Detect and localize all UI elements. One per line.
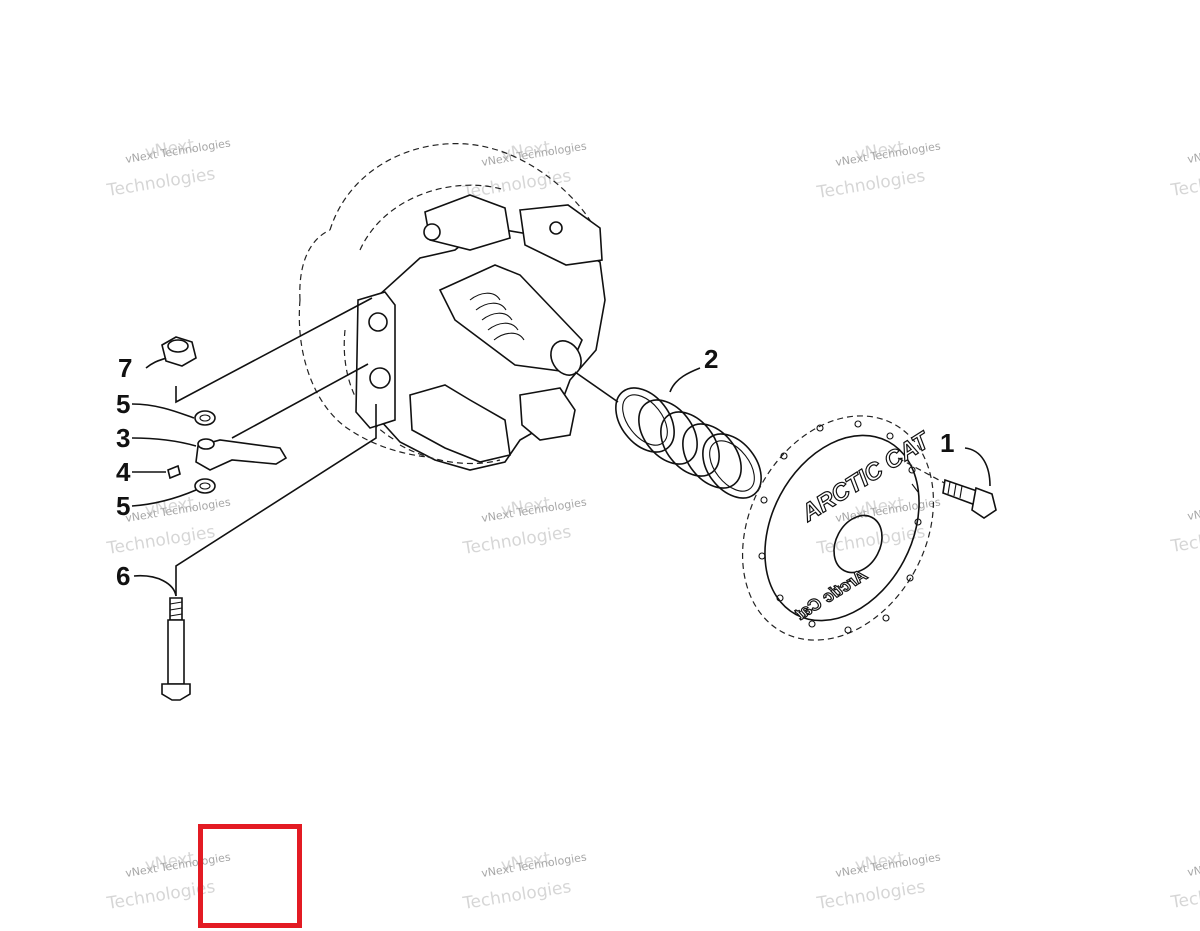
shaft-end — [550, 340, 582, 376]
watermark-line: vNext Technologies — [1186, 849, 1200, 879]
clutch-assembly — [298, 143, 606, 471]
leader-6-to-body — [175, 404, 377, 596]
watermark-vnext: vNext — [854, 493, 907, 521]
watermark: vNext Technologies vNext Technologies — [461, 848, 588, 914]
watermark-vnext: vNext — [144, 135, 197, 163]
callout-3: 3 — [116, 423, 130, 453]
callout-7: 7 — [118, 353, 132, 383]
callouts: 7 5 3 4 5 6 2 1 — [116, 344, 954, 591]
callout-4: 4 — [116, 457, 131, 487]
watermark-vnext: vNext — [500, 848, 553, 876]
lower-right-block — [519, 387, 576, 441]
cover-holes — [758, 420, 922, 634]
callout-2: 2 — [704, 344, 718, 374]
upper-arm-block — [424, 194, 511, 251]
watermark-vnext: vNext — [500, 493, 553, 521]
sheave-inner-outline — [343, 184, 506, 441]
lower-arm-block — [409, 384, 511, 463]
watermark: vNext Technologies vNext Technologies — [461, 493, 588, 559]
watermark-tech: Technologies — [461, 522, 573, 559]
callout-1: 1 — [940, 428, 954, 458]
leader-1 — [964, 447, 991, 487]
roller-arm-part-3 — [131, 437, 288, 471]
tower-hole — [369, 367, 391, 389]
logo-arctic-cat-mirrored: Arctic Cat — [791, 565, 871, 625]
watermark-tech: Technologies — [461, 877, 573, 914]
lock-nut-part-7 — [145, 336, 197, 369]
watermark-tech: Technologies — [815, 166, 927, 203]
upper-right-block — [519, 204, 603, 266]
watermark-vnext: vNext — [144, 493, 197, 521]
selection-box[interactable] — [198, 824, 302, 928]
tower-hole — [368, 312, 388, 332]
leader-7-to-body — [175, 297, 373, 404]
watermark-line: vNext Technologies — [1186, 493, 1200, 523]
lower-dashed — [399, 444, 501, 465]
watermark-tech: Technologies — [1169, 876, 1200, 913]
watermarks: vNext Technologies vNext Technologies vN… — [105, 135, 1200, 914]
leader-3-to-body — [231, 363, 369, 439]
bushing — [423, 223, 441, 241]
cover-outer-edge — [741, 415, 935, 641]
shaft-threads — [469, 292, 525, 341]
watermark-tech: Technologies — [1169, 520, 1200, 557]
cover-hub — [833, 514, 883, 574]
watermark-vnext: vNext — [854, 848, 907, 876]
callout-5-lower: 5 — [116, 491, 130, 521]
watermark-tech: Technologies — [815, 522, 927, 559]
watermark-vnext: vNext — [500, 137, 553, 165]
cap-screw-part-1 — [897, 447, 997, 519]
bolt-head — [161, 683, 191, 701]
cover-inner-ring — [764, 434, 920, 622]
bushing — [549, 221, 563, 235]
callout-6: 6 — [116, 561, 130, 591]
watermark-tech: Technologies — [1169, 164, 1200, 201]
set-screw-part-4 — [132, 464, 181, 480]
left-parts-stack — [131, 297, 377, 701]
watermark-line: vNext Technologies — [1186, 136, 1200, 166]
washer-part-5-upper — [131, 403, 216, 426]
leader-5-lower — [131, 489, 197, 507]
screw-head — [971, 486, 997, 519]
bolt-shank — [167, 619, 185, 685]
leader-7 — [145, 357, 167, 369]
watermark-edge: vNext Technologies Technologies vNext Te… — [1169, 136, 1200, 913]
watermark-tech: Technologies — [815, 877, 927, 914]
shaft-leader — [574, 371, 619, 403]
watermark-tech: Technologies — [105, 522, 217, 559]
leader-6 — [133, 574, 177, 597]
shoulder-bolt-part-6 — [133, 574, 191, 701]
watermark: vNext Technologies vNext Technologies — [815, 848, 942, 914]
leader-5-upper — [131, 403, 195, 419]
sheave-outline — [298, 143, 601, 459]
clutch-cover: ARCTIC CAT Arctic Cat — [741, 415, 937, 641]
leader-2 — [669, 367, 701, 393]
watermark: vNext Technologies vNext Technologies — [815, 137, 942, 203]
washer-part-5-lower — [131, 478, 216, 507]
watermark-vnext: vNext — [144, 848, 197, 876]
leader-3 — [131, 437, 197, 447]
watermark: vNext Technologies vNext Technologies — [461, 137, 588, 203]
watermark: vNext Technologies vNext Technologies — [105, 135, 232, 201]
watermark-vnext: vNext — [854, 137, 907, 165]
spring-part-2 — [574, 367, 762, 499]
watermark-tech: Technologies — [105, 164, 217, 201]
callout-5-upper: 5 — [116, 389, 130, 419]
